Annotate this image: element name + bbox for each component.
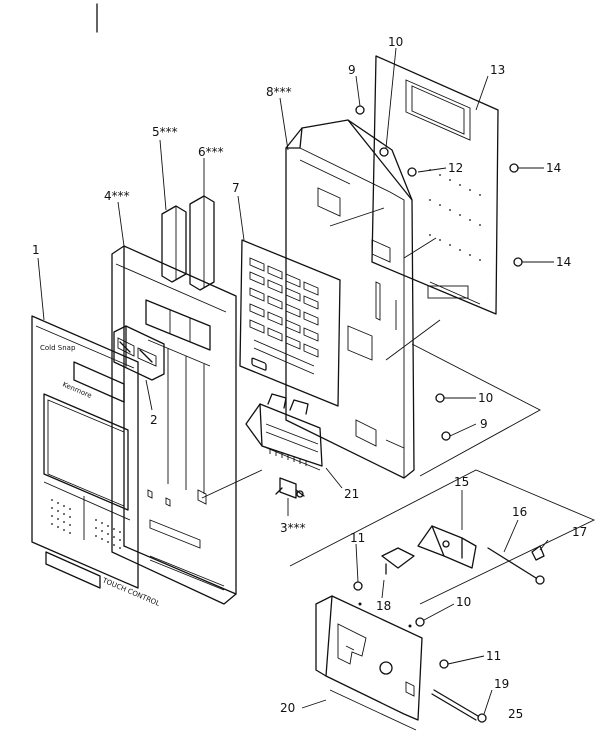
part-5-strip — [161, 205, 187, 283]
part-7-keypad — [239, 239, 341, 407]
part-21-connector-block — [245, 393, 323, 471]
part-15-bracket — [417, 525, 477, 569]
callout-21: 21 — [344, 487, 359, 501]
front-panel-keypad-dots — [51, 499, 121, 549]
screw-9-top-icon — [355, 105, 365, 115]
callout-2: 2 — [150, 413, 158, 427]
assembly-lines — [201, 207, 596, 605]
leader-lines — [37, 47, 554, 715]
callout-9-mid: 9 — [480, 417, 488, 431]
callout-17: 17 — [572, 525, 587, 539]
callout-10-mid: 10 — [478, 391, 493, 405]
callout-4: 4*** — [104, 189, 130, 203]
callout-11-top: 11 — [350, 531, 365, 545]
brand-top-text: Cold Snap — [40, 344, 76, 352]
screw-12-icon — [407, 167, 417, 177]
part-2-button-assembly — [113, 325, 165, 381]
callout-7: 7 — [232, 181, 240, 195]
callout-13: 13 — [490, 63, 505, 77]
callout-16: 16 — [512, 505, 527, 519]
callout-11-bottom: 11 — [486, 649, 501, 663]
screw-10-bottom-icon — [415, 617, 425, 627]
callout-20: 20 — [280, 701, 295, 715]
callout-5: 5*** — [152, 125, 178, 139]
screw-11-top-icon — [353, 581, 363, 591]
part-3-relay-switch — [275, 477, 305, 499]
brand-bottom-text: TOUCH CONTROL — [100, 576, 161, 608]
callout-6: 6*** — [198, 145, 224, 159]
keypad-keys — [251, 357, 267, 371]
connector-pins — [269, 448, 307, 466]
part-19-long-screw — [431, 689, 487, 723]
part-20-lower-plate — [315, 595, 423, 731]
callout-8: 8*** — [266, 85, 292, 99]
callout-labels: 1 2 3*** 4*** 5*** 6*** 7 8*** 9 9 10 10… — [32, 35, 587, 721]
callout-9-top: 9 — [348, 63, 356, 77]
callout-18: 18 — [376, 599, 391, 613]
callout-12: 12 — [448, 161, 463, 175]
page-code: 25 — [508, 707, 523, 721]
callout-15: 15 — [454, 475, 469, 489]
part-4-control-frame — [111, 245, 237, 605]
callout-14-bottom: 14 — [556, 255, 571, 269]
part-16-rod — [487, 547, 545, 585]
screw-10-mid-icon — [435, 393, 445, 403]
callout-19: 19 — [494, 677, 509, 691]
screw-9-mid-icon — [441, 431, 451, 441]
callout-10-bottom: 10 — [456, 595, 471, 609]
part-6-strip — [189, 195, 215, 291]
part-17-pin — [531, 545, 545, 561]
board-13-dot-grid — [429, 169, 481, 261]
screw-14-bottom-icon — [513, 257, 523, 267]
part-8-bracket-chassis — [285, 119, 415, 479]
screw-11-bottom-icon — [439, 659, 449, 669]
callout-3: 3*** — [280, 521, 306, 535]
part-18-latch — [381, 547, 415, 575]
callout-10-top: 10 — [388, 35, 403, 49]
brand-mid-text: Kenmore — [61, 380, 93, 400]
screw-14-top-icon — [509, 163, 519, 173]
callout-14-top: 14 — [546, 161, 561, 175]
screw-10-top-icon — [379, 147, 389, 157]
part-13-back-board — [371, 55, 499, 315]
callout-1: 1 — [32, 243, 40, 257]
